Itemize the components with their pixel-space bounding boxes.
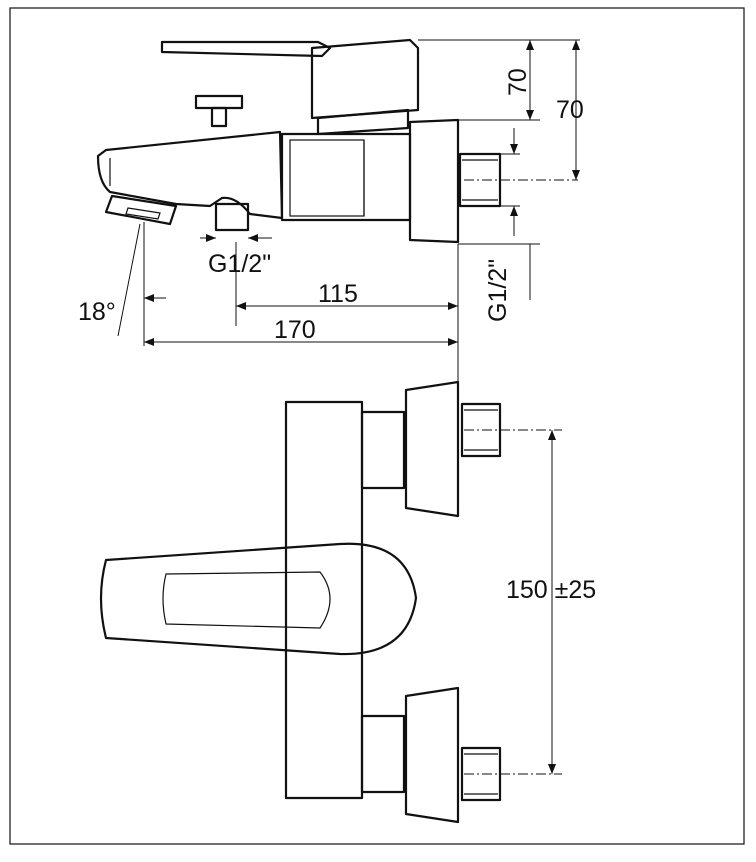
diverter-knob <box>194 94 244 110</box>
upper-escutcheon <box>404 380 460 518</box>
spout-angle-line <box>117 223 141 337</box>
aerator-slot <box>125 207 161 220</box>
lower-connector-block <box>360 714 406 794</box>
label-lever-height: 70 <box>504 68 532 96</box>
label-outlet-thread: G1/2" <box>208 250 271 278</box>
label-body-height: 70 <box>556 96 584 124</box>
side-dimensions <box>117 39 580 390</box>
label-inlet-spacing: 150 ±25 <box>506 576 596 604</box>
body-cylinder <box>280 132 412 222</box>
body-face <box>289 139 365 217</box>
label-inlet-thread: G1/2" <box>484 259 512 322</box>
label-spout-projection: 170 <box>274 316 316 344</box>
upper-connector-block <box>360 410 406 490</box>
cartridge-cap <box>310 38 420 120</box>
spout-aerator <box>104 194 178 226</box>
side-escutcheon <box>408 118 460 244</box>
connector-thread-lines <box>462 159 498 201</box>
lever-handle <box>160 40 332 58</box>
lower-escutcheon <box>404 686 460 824</box>
spout-body <box>96 130 284 220</box>
diverter-stem <box>210 106 228 128</box>
top-view <box>99 380 562 824</box>
side-view <box>96 38 578 244</box>
drawing-frame <box>9 7 745 845</box>
top-lever-inner <box>162 571 331 629</box>
shower-outlet <box>214 202 250 232</box>
label-outlet-projection: 115 <box>318 280 358 308</box>
top-body <box>284 400 364 800</box>
label-spout-angle: 18° <box>78 298 116 326</box>
cap-base <box>316 108 410 136</box>
top-lever <box>99 542 418 656</box>
